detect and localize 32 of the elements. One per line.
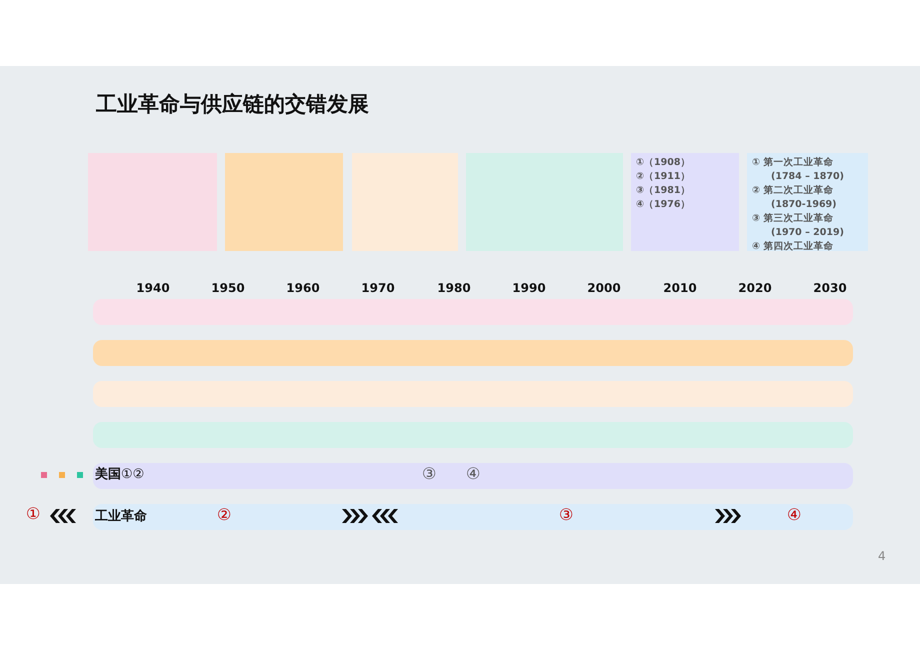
color-block	[352, 153, 458, 251]
year-label: 2020	[738, 282, 772, 294]
year-label: 2000	[587, 282, 621, 294]
circled-number: ②	[217, 507, 232, 523]
color-block	[225, 153, 343, 251]
title: 工业革命与供应链的交错发展	[96, 94, 369, 115]
circled-number: ①	[26, 506, 40, 522]
circled-number: ④	[466, 466, 480, 482]
list-item: ②（1911）	[636, 170, 692, 184]
list-item: ①（1908）	[636, 156, 692, 170]
row-label: 工业革命	[95, 510, 147, 523]
circled-number: ④	[787, 507, 802, 523]
list-item: ① 第一次工业革命 (1784 – 1870)	[752, 156, 845, 184]
timeline-bar	[93, 340, 853, 366]
timeline-bar	[93, 504, 853, 530]
list-item: ② 第二次工业革命 (1870-1969)	[752, 184, 838, 212]
year-label: 1980	[437, 282, 471, 294]
list-item: ④ 第四次工业革命	[752, 240, 834, 254]
circled-number: ③	[422, 466, 436, 482]
year-label: 1950	[211, 282, 245, 294]
page-number: 4	[878, 550, 886, 562]
list-item: ③（1981）	[636, 184, 692, 198]
year-label: 1940	[136, 282, 170, 294]
year-label: 1970	[361, 282, 395, 294]
year-label: 2030	[813, 282, 847, 294]
year-label: 2010	[663, 282, 697, 294]
circled-number: ③	[559, 507, 574, 523]
list-item: ④（1976）	[636, 198, 692, 212]
year-label: 1960	[286, 282, 320, 294]
list-item: ③ 第三次工业革命 (1970 – 2019)	[752, 212, 845, 240]
country-label: 美国①②	[95, 468, 144, 481]
year-label: 1990	[512, 282, 546, 294]
